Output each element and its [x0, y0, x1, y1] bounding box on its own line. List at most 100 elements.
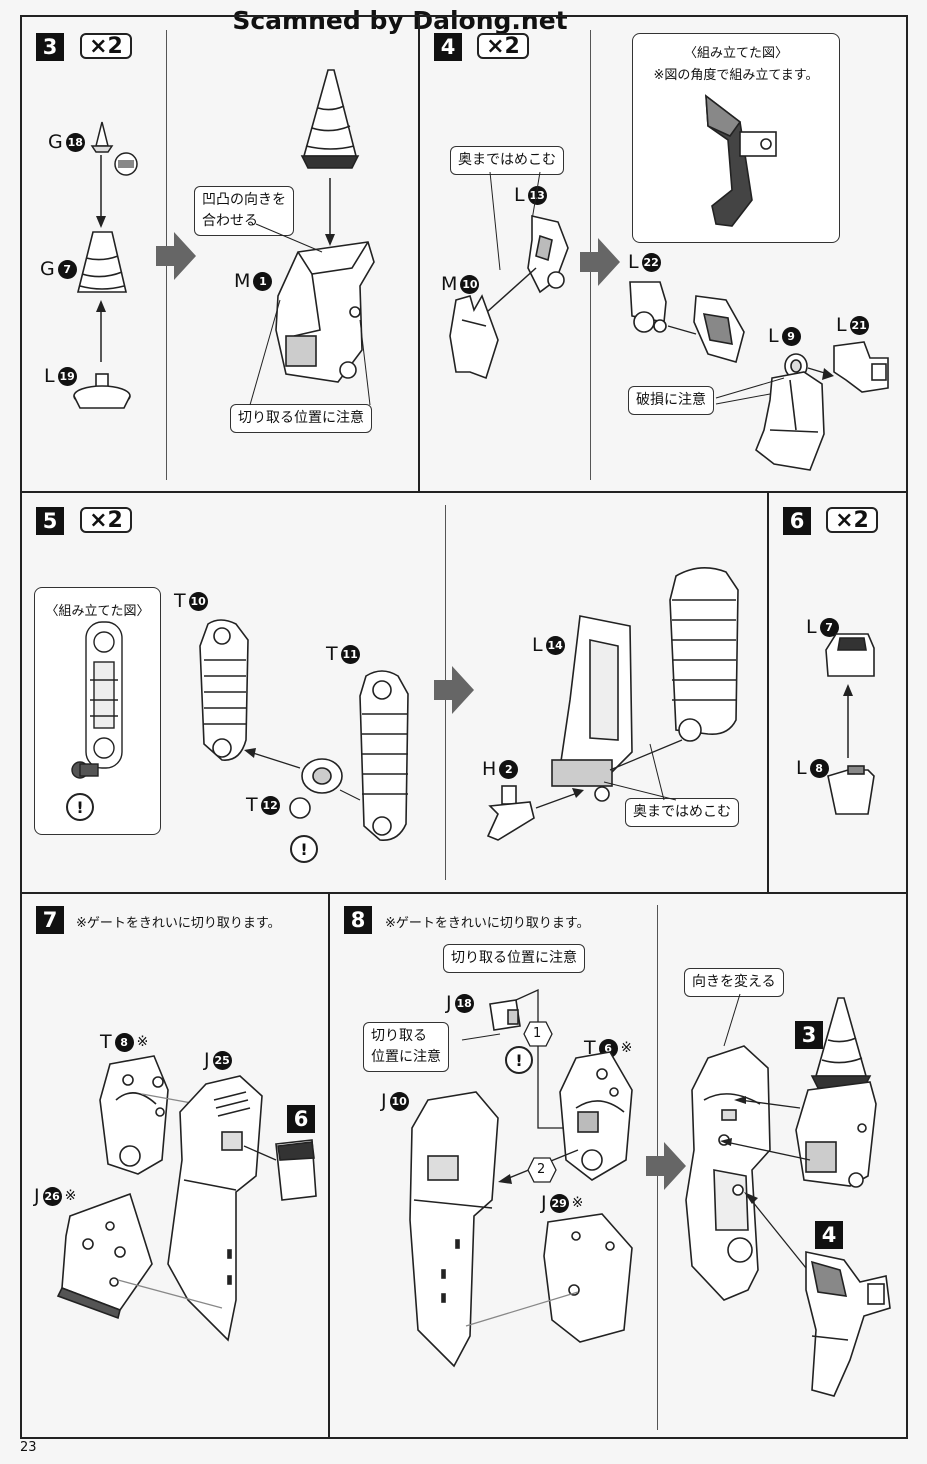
part-l7: L 7 [806, 616, 839, 638]
part-t8: T 8 ※ [100, 1031, 148, 1053]
warning-icon: ! [290, 835, 318, 863]
part-letter: H [482, 758, 497, 780]
step-ref-6: 6 [287, 1105, 315, 1133]
step-5-number: 5 [36, 507, 64, 535]
part-number-badge: 12 [260, 795, 280, 815]
part-t10: T 10 [174, 590, 208, 612]
sequence-label-2: 2 [537, 1162, 546, 1177]
lower-plate-part [56, 1192, 153, 1320]
part-m10: M 10 [441, 273, 480, 295]
part-number-badge: 26 [42, 1186, 62, 1206]
part-j18: J 18 [446, 992, 474, 1014]
part-j29: J 29 ※ [541, 1192, 583, 1214]
callout-beware-damage: 破損に注意 [628, 386, 714, 415]
step-6-number: 6 [783, 507, 811, 535]
part-h2: H 2 [482, 758, 519, 780]
part-t11: T 11 [326, 643, 360, 665]
sequence-label-1: 1 [533, 1026, 542, 1041]
drill-cone-assembled [300, 69, 360, 169]
part-number-badge: 22 [641, 252, 661, 272]
gate-note-mark: ※ [136, 1034, 149, 1050]
tread-assembled-preview [71, 621, 123, 779]
warning-icon: ! [66, 793, 94, 821]
cap-block-part [825, 633, 875, 677]
part-number-badge: 7 [57, 259, 77, 279]
sequence-marker-2 [527, 1157, 557, 1183]
part-letter: J [446, 992, 452, 1014]
part-number-badge: 8 [114, 1032, 134, 1052]
callout-cut-position-top: 切り取る位置に注意 [443, 944, 585, 973]
step-4-number: 4 [434, 33, 462, 61]
assembled-arm-shell [685, 1045, 771, 1301]
tread-half-right-part [359, 670, 409, 841]
part-j10: J 10 [381, 1090, 409, 1112]
col-divider-7-8 [328, 892, 330, 1439]
part-number-badge: 29 [549, 1193, 569, 1213]
part-number-badge: 21 [849, 315, 869, 335]
tread-assembled-part [669, 567, 739, 742]
drill-cone-part [76, 231, 128, 293]
part-g18: G 18 [48, 131, 85, 153]
cone-base-part [73, 373, 131, 409]
part-l22: L 22 [628, 251, 661, 273]
part-letter: T [326, 643, 338, 665]
side-plate-part [99, 1055, 169, 1175]
wedge-part [693, 295, 745, 363]
step-ref-3: 3 [795, 1021, 823, 1049]
part-letter: G [48, 131, 63, 153]
part-letter: L [768, 325, 779, 347]
sequence-marker-1 [523, 1021, 553, 1047]
progress-arrow [156, 232, 196, 280]
part-l9: L 9 [768, 325, 801, 347]
progress-arrow [646, 1142, 686, 1190]
connector-block-part [833, 341, 889, 393]
part-l21: L 21 [836, 314, 869, 336]
inner-side-plate-part [559, 1051, 633, 1181]
callout-cut-position: 切り取る 位置に注意 [363, 1022, 449, 1072]
col-divider-5-6 [767, 491, 769, 893]
part-letter: T [174, 590, 186, 612]
watermark: Scamned by Dalong.net [232, 6, 568, 35]
drill-tip-small-part [90, 121, 114, 153]
arm-body-part [275, 241, 375, 383]
cap-block-part [275, 1139, 317, 1201]
drill-assembly-ref [795, 997, 877, 1188]
cap-base-part [827, 765, 875, 815]
part-g7: G 7 [40, 258, 77, 280]
assembled-arm-preview [705, 94, 777, 227]
lower-side-plate-part [543, 1213, 633, 1343]
part-letter: L [44, 365, 55, 387]
step-ref-4: 4 [815, 1221, 843, 1249]
gate-note-mark: ※ [64, 1188, 77, 1204]
part-number-badge: 9 [781, 326, 801, 346]
joint-block-part [629, 281, 667, 333]
small-block-part [489, 999, 521, 1031]
part-number-badge: 13 [527, 185, 547, 205]
part-number-badge: 10 [460, 274, 480, 294]
hinge-part [527, 214, 569, 294]
part-letter: L [796, 757, 807, 779]
progress-arrow [434, 666, 474, 714]
part-number-badge: 18 [65, 132, 85, 152]
callout-line: 切り取る [371, 1028, 427, 1044]
tread-half-left-part [199, 619, 249, 761]
gate-note-mark: ※ [571, 1195, 584, 1211]
row-divider-2 [20, 892, 908, 894]
part-number-badge: 1 [253, 271, 273, 291]
part-letter: J [381, 1090, 387, 1112]
step-8-number: 8 [344, 906, 372, 934]
pivot-peg-part [486, 785, 535, 841]
inset-note: ※図の角度で組み立てます。 [653, 68, 819, 83]
step-7-number: 7 [36, 906, 64, 934]
part-l8: L 8 [796, 757, 829, 779]
part-j25: J 25 [204, 1049, 232, 1071]
arm-shell-part [409, 1091, 499, 1368]
instruction-sheet [20, 15, 908, 1439]
callout-press-fully: 奥まではめこむ [625, 798, 739, 827]
part-letter: J [34, 1185, 40, 1207]
roller-part [289, 758, 343, 819]
